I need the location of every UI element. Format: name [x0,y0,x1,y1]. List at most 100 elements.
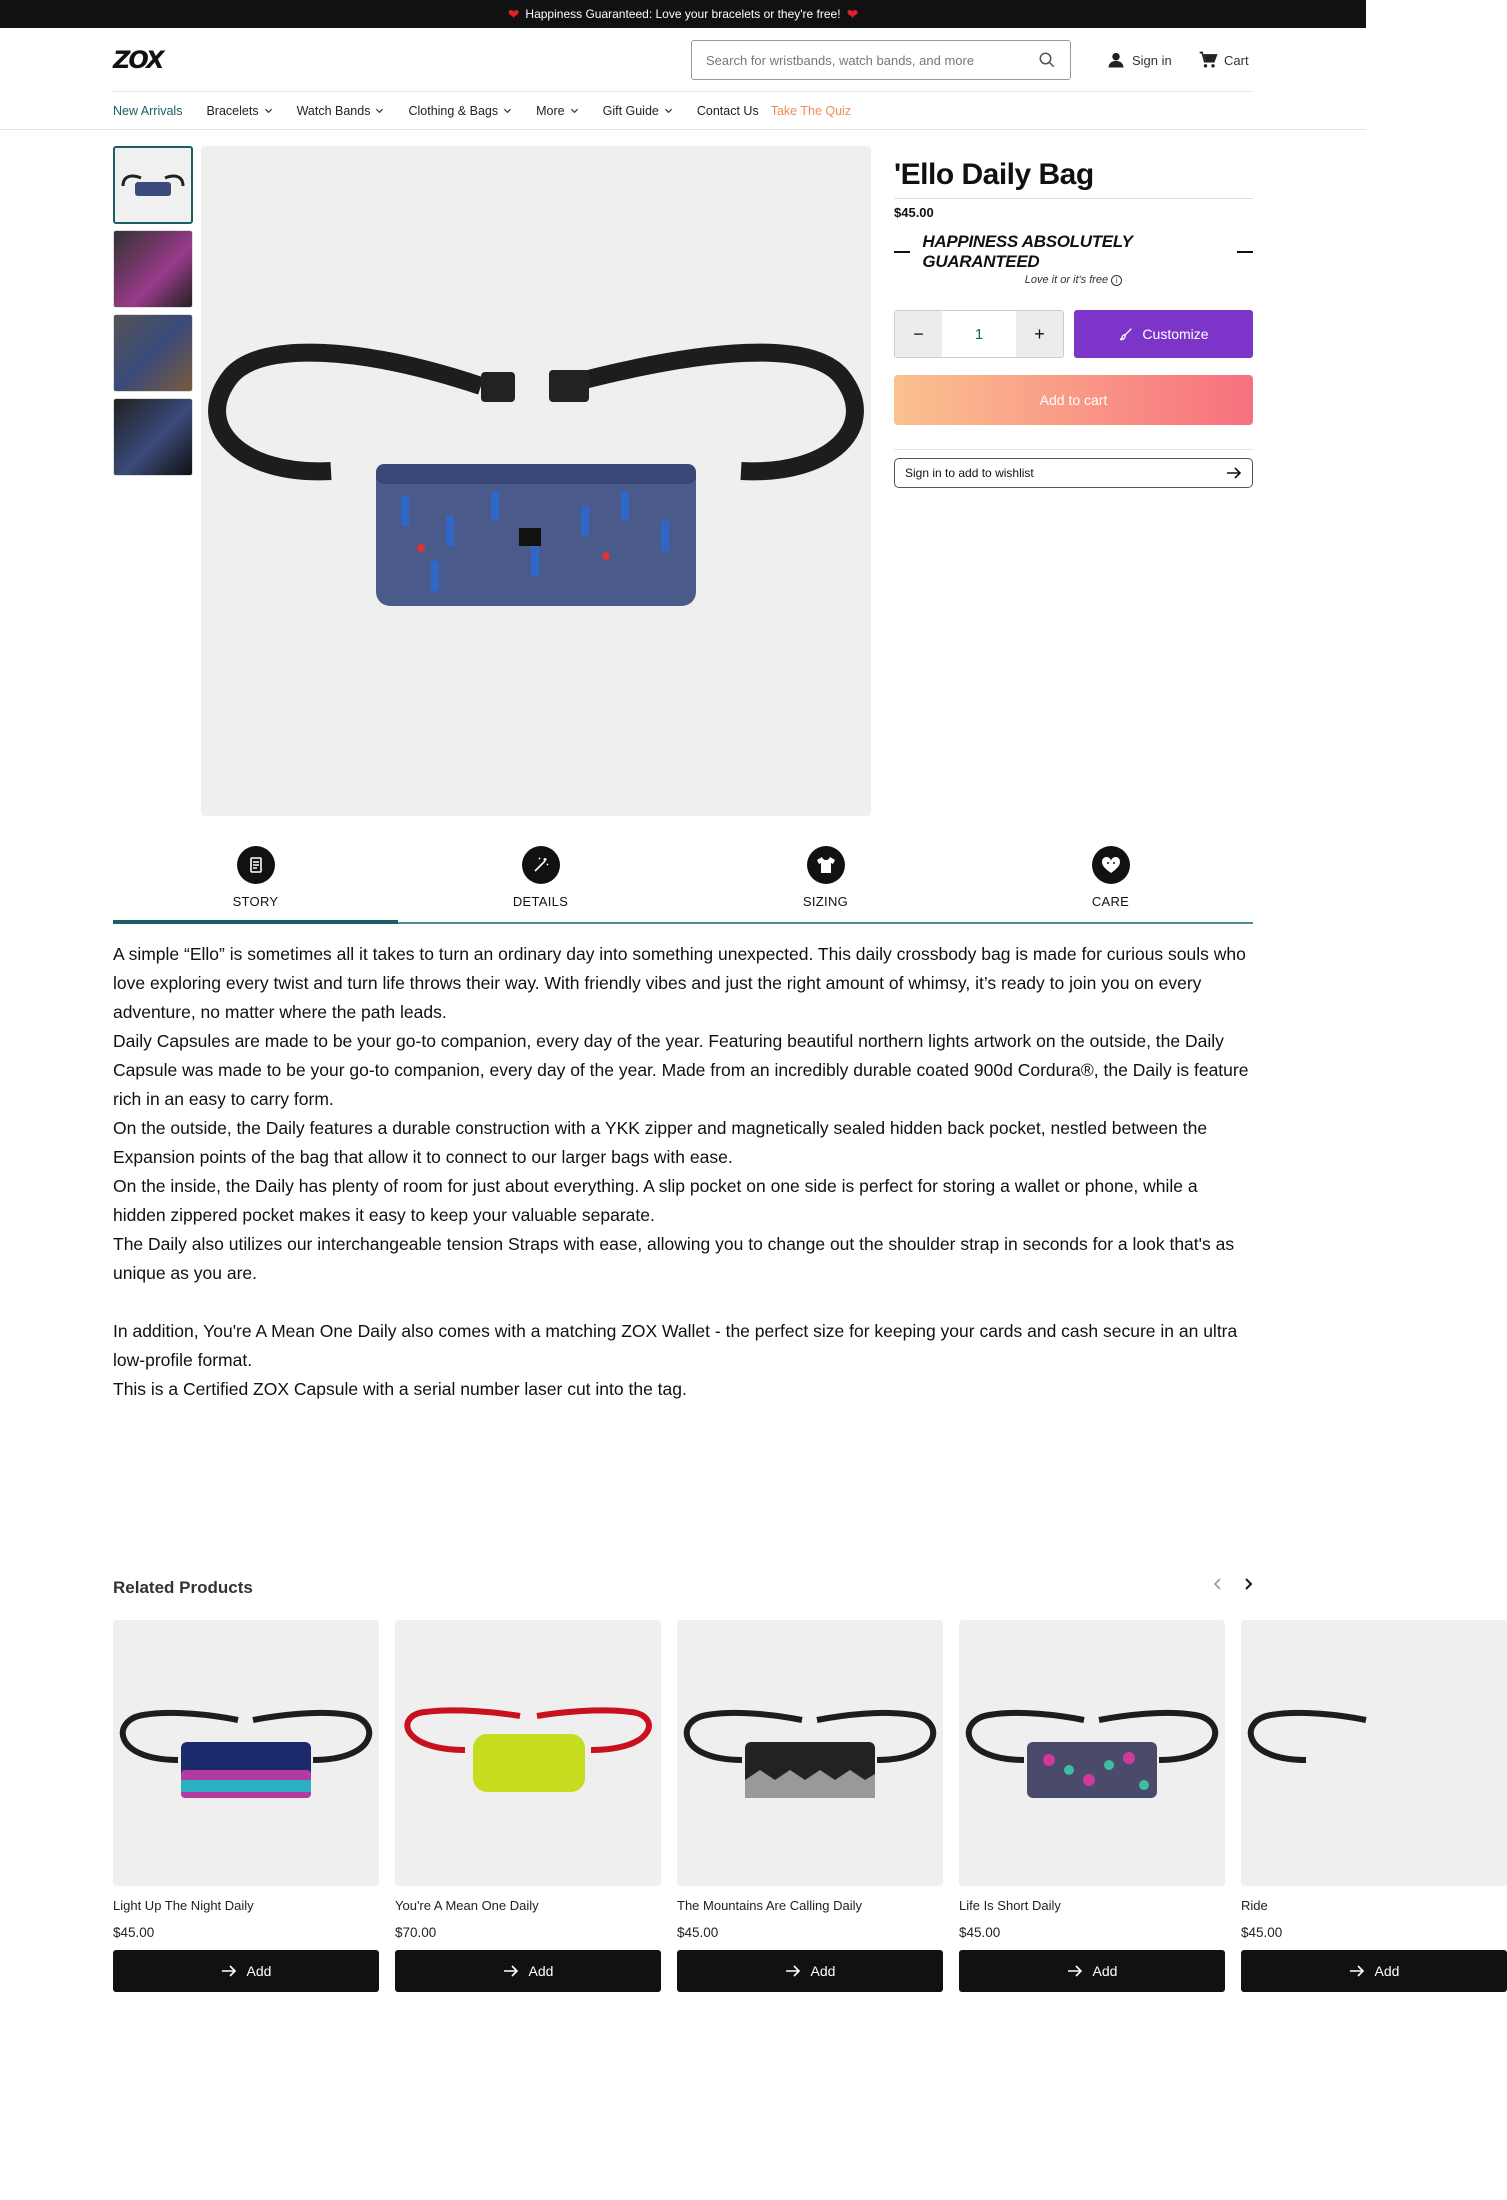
customize-label: Customize [1142,326,1209,342]
product-card-price: $45.00 [959,1925,1001,1940]
heart-icon: ❤ [846,5,859,22]
add-button[interactable]: Add [113,1950,379,1992]
divider [894,251,911,253]
thumbnail-1[interactable] [113,146,193,224]
chevron-left-icon[interactable] [1210,1576,1226,1592]
related-products-carousel: Light Up The Night Daily $45.00 Add You'… [113,1620,1507,2000]
sign-in-link[interactable]: Sign in [1106,50,1172,70]
nav-label: Gift Guide [602,103,659,118]
guarantee-sub-label: Love it or it's free [1024,274,1109,286]
user-icon [1108,52,1124,68]
product-card-price: $70.00 [395,1925,437,1940]
thumbnail-3[interactable] [113,314,193,392]
chevron-down-icon [504,108,512,114]
product-description: A simple “Ello” is sometimes all it take… [113,940,1253,1404]
guarantee-banner: HAPPINESS ABSOLUTELY GUARANTEED [894,232,1253,272]
product-card-price: $45.00 [113,1925,155,1940]
quantity-row: − 1 + Customize [894,310,1253,358]
nav-label: Watch Bands [296,103,371,118]
arrow-right-icon [1227,467,1242,479]
nav-label: Take The Quiz [770,103,852,118]
nav-new-arrivals[interactable]: New Arrivals [113,104,182,118]
add-label: Add [1092,1963,1118,1979]
nav-more[interactable]: More [536,104,578,118]
arrow-right-icon [503,1965,518,1977]
nav-bracelets[interactable]: Bracelets [206,104,272,118]
zox-logo[interactable]: ZOX [113,46,164,74]
thumbnail-list [113,146,193,482]
product-card-price: $45.00 [677,1925,719,1940]
product-card[interactable]: You're A Mean One Daily $70.00 Add [395,1620,661,1992]
customize-button[interactable]: Customize [1074,310,1253,358]
product-card[interactable]: The Mountains Are Calling Daily $45.00 A… [677,1620,943,1992]
product-card-image[interactable] [113,1620,379,1886]
description-paragraph: On the outside, the Daily features a dur… [113,1118,1208,1167]
product-card-image[interactable] [1241,1620,1507,1886]
product-card-price: $45.00 [1241,1925,1283,1940]
decrease-quantity-button[interactable]: − [895,311,942,357]
nav-clothing-bags[interactable]: Clothing & Bags [408,104,512,118]
nav-label: More [536,103,565,118]
divider [1236,251,1253,253]
main-nav: New Arrivals Bracelets Watch Bands Cloth… [0,92,1366,130]
product-card-image[interactable] [677,1620,943,1886]
add-button[interactable]: Add [395,1950,661,1992]
product-card-name[interactable]: Life Is Short Daily [959,1898,1061,1913]
tshirt-icon [806,846,845,884]
add-button[interactable]: Add [959,1950,1225,1992]
tab-details[interactable]: DETAILS [398,846,683,922]
add-button[interactable]: Add [1241,1950,1507,1992]
add-label: Add [528,1963,554,1979]
nav-take-the-quiz[interactable]: Take The Quiz [771,104,851,118]
add-label: Add [246,1963,272,1979]
product-info: 'Ello Daily Bag $45.00 HAPPINESS ABSOLUT… [894,146,1253,488]
add-button[interactable]: Add [677,1950,943,1992]
product-tabs: STORY DETAILS SIZING CARE [113,846,1253,924]
announcement-text: Happiness Guaranteed: Love your bracelet… [525,7,841,21]
nav-label: New Arrivals [113,103,183,118]
chevron-right-icon[interactable] [1240,1576,1256,1592]
product-card-name[interactable]: The Mountains Are Calling Daily [677,1898,862,1913]
search-input[interactable] [706,52,1038,68]
tab-label: CARE [1091,894,1130,909]
product-card-name[interactable]: Ride [1241,1898,1268,1913]
product-card-image[interactable] [959,1620,1225,1886]
product-card[interactable]: Light Up The Night Daily $45.00 Add [113,1620,379,1992]
description-paragraph: The Daily also utilizes our interchangea… [113,1234,1235,1283]
quantity-value[interactable]: 1 [942,311,1016,357]
tab-care[interactable]: CARE [968,846,1253,922]
cart-link[interactable]: Cart [1198,50,1249,70]
heart-icon: ❤ [507,5,520,22]
product-card-name[interactable]: You're A Mean One Daily [395,1898,539,1913]
scroll-icon [236,846,275,884]
guarantee-subtext: Love it or it's free i [894,274,1253,286]
wishlist-label: Sign in to add to wishlist [905,466,1034,480]
nav-gift-guide[interactable]: Gift Guide [603,104,673,118]
tab-label: SIZING [802,894,849,909]
add-label: Add [810,1963,836,1979]
brush-icon [1120,328,1133,341]
nav-label: Clothing & Bags [408,103,499,118]
tab-story[interactable]: STORY [113,846,398,924]
product-card[interactable]: Ride $45.00 Add [1241,1620,1507,1992]
product-card-image[interactable] [395,1620,661,1886]
increase-quantity-button[interactable]: + [1016,311,1063,357]
announcement-bar: ❤ Happiness Guaranteed: Love your bracel… [0,0,1366,28]
product-card[interactable]: Life Is Short Daily $45.00 Add [959,1620,1225,1992]
wishlist-button[interactable]: Sign in to add to wishlist [894,458,1253,488]
nav-contact-us[interactable]: Contact Us [697,104,759,118]
add-to-cart-button[interactable]: Add to cart [894,375,1253,425]
tab-label: STORY [232,894,279,909]
search-icon[interactable] [1038,51,1056,69]
chevron-down-icon [376,108,384,114]
product-main-image[interactable] [201,146,871,816]
tab-label: DETAILS [512,894,569,909]
thumbnail-2[interactable] [113,230,193,308]
thumbnail-4[interactable] [113,398,193,476]
search-box[interactable] [691,40,1071,80]
description-paragraph: A simple “Ello” is sometimes all it take… [113,944,1246,1022]
product-card-name[interactable]: Light Up The Night Daily [113,1898,254,1913]
tab-sizing[interactable]: SIZING [683,846,968,922]
info-icon[interactable]: i [1111,275,1123,286]
nav-watch-bands[interactable]: Watch Bands [297,104,385,118]
